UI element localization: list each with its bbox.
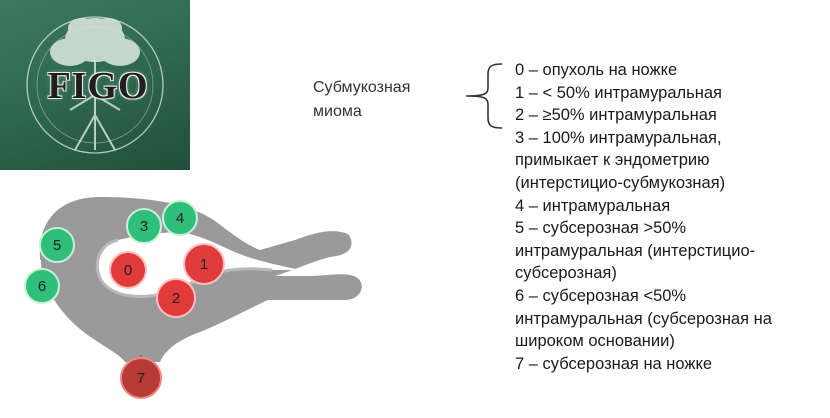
class-item-6: 6 – субсерозная <50% интрамуральная (суб… (515, 285, 772, 353)
class-item-0: 0 – опухоль на ножке (515, 59, 772, 82)
figo-logo: FIGO (0, 0, 190, 170)
figo-logo-text: FIGO (47, 65, 149, 107)
class-item-line: широком основании) (515, 332, 675, 351)
curly-brace (465, 63, 503, 129)
class-item-line: 1 – < 50% интрамуральная (515, 83, 722, 102)
class-item-line: 2 – ≥50% интрамуральная (515, 106, 717, 125)
class-item-line: 6 – субсерозная <50% (515, 286, 687, 305)
tree-emblem-icon (26, 16, 164, 154)
class-item-line: 0 – опухоль на ножке (515, 61, 678, 79)
class-item-4: 4 – интрамуральная (515, 195, 772, 218)
class-item-line: примыкает к эндометрию (515, 151, 710, 170)
class-item-line: 5 – субсерозная >50% (515, 219, 687, 238)
class-item-line: 3 – 100% интрамуральная, (515, 128, 722, 147)
class-item-1: 1 – < 50% интрамуральная (515, 82, 772, 105)
class-item-line: интрамуральная (интерстицио- (515, 241, 756, 260)
marker-5: 5 (39, 227, 75, 263)
marker-6: 6 (24, 268, 60, 304)
class-item-line: 7 – субсерозная на ножке (515, 354, 713, 373)
submucous-label-line-2: миома (313, 103, 362, 120)
class-item-line: интрамуральная (субсерозная на (515, 309, 772, 328)
figo-classification-list: 0 – опухоль на ножке 1 – < 50% интрамура… (515, 59, 772, 375)
class-item-line: субсерозная) (515, 264, 617, 283)
marker-label: 7 (137, 370, 145, 387)
marker-label: 4 (176, 210, 184, 227)
class-item-3: 3 – 100% интрамуральная, примыкает к энд… (515, 127, 772, 195)
marker-0: 0 (109, 251, 147, 289)
marker-3: 3 (126, 208, 162, 244)
marker-label: 0 (124, 262, 132, 279)
uterus-diagram: 0 1 2 3 4 5 6 7 (24, 197, 362, 399)
class-item-5: 5 – субсерозная >50% интрамуральная (инт… (515, 217, 772, 285)
marker-4: 4 (162, 200, 198, 236)
class-item-line: 4 – интрамуральная (515, 196, 671, 215)
marker-label: 3 (140, 218, 148, 235)
class-item-line: (интерстицио-субмукозная) (515, 173, 726, 192)
submucous-label-line-1: Субмукозная (313, 79, 411, 96)
marker-label: 2 (172, 290, 180, 307)
class-item-2: 2 – ≥50% интрамуральная (515, 104, 772, 127)
marker-label: 6 (38, 278, 46, 295)
marker-7: 7 (120, 357, 162, 399)
marker-label: 1 (200, 256, 208, 273)
marker-label: 5 (53, 237, 61, 254)
class-item-7: 7 – субсерозная на ножке (515, 353, 772, 376)
submucous-myoma-label: Субмукозная миома (313, 76, 410, 124)
marker-1: 1 (183, 243, 225, 285)
endometrium-line (95, 238, 273, 298)
marker-2: 2 (156, 278, 196, 318)
